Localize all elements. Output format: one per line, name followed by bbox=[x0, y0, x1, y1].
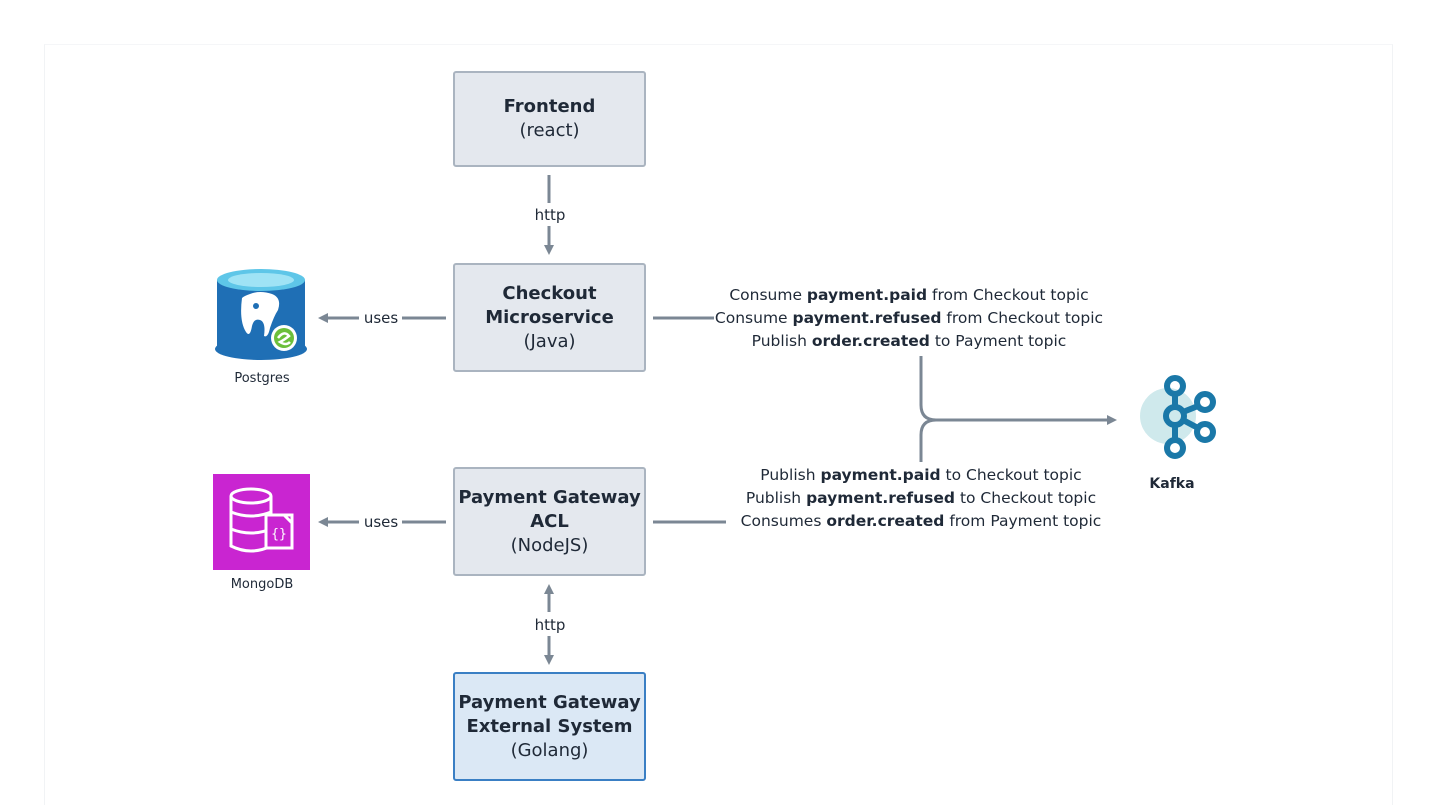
message-suffix: to Checkout topic bbox=[940, 466, 1082, 484]
kafka-icon bbox=[1140, 375, 1216, 459]
message-topic: order.created bbox=[811, 332, 930, 350]
acl-title-line1: Payment Gateway bbox=[458, 486, 641, 508]
message-topic: payment.refused bbox=[792, 309, 942, 327]
checkout-message-row: Consume payment.refused from Checkout to… bbox=[714, 307, 1104, 330]
external-subtitle: (Golang) bbox=[510, 739, 589, 761]
message-prefix: Publish bbox=[760, 466, 821, 484]
message-prefix: Consumes bbox=[740, 512, 827, 530]
mongodb-document-db-icon: {} bbox=[213, 474, 310, 570]
message-topic: payment.paid bbox=[806, 286, 928, 304]
edge-label-acl-external: http bbox=[530, 616, 570, 634]
checkout-kafka-messages: Consume payment.paid from Checkout topic… bbox=[714, 284, 1104, 353]
acl-kafka-messages: Publish payment.paid to Checkout topic P… bbox=[726, 464, 1116, 533]
message-prefix: Publish bbox=[745, 489, 807, 507]
acl-message-row: Consumes order.created from Payment topi… bbox=[726, 510, 1116, 533]
edge-acl-kafka-merge bbox=[919, 418, 937, 462]
acl-message-row: Publish payment.refused to Checkout topi… bbox=[726, 487, 1116, 510]
message-topic: payment.paid bbox=[820, 466, 941, 484]
checkout-subtitle: (Java) bbox=[523, 330, 576, 352]
acl-subtitle: (NodeJS) bbox=[510, 534, 589, 556]
mongodb-label: MongoDB bbox=[230, 577, 294, 592]
message-topic: payment.refused bbox=[806, 489, 956, 507]
acl-node[interactable]: Payment Gateway ACL (NodeJS) bbox=[453, 467, 646, 576]
external-title-line1: Payment Gateway bbox=[458, 691, 641, 713]
message-topic: order.created bbox=[826, 512, 945, 530]
message-suffix: from Payment topic bbox=[944, 512, 1102, 530]
acl-message-row: Publish payment.paid to Checkout topic bbox=[726, 464, 1116, 487]
message-suffix: to Checkout topic bbox=[955, 489, 1097, 507]
checkout-title-line2: Microservice bbox=[485, 306, 614, 328]
checkout-message-row: Publish order.created to Payment topic bbox=[714, 330, 1104, 353]
postgres-database-icon bbox=[215, 269, 307, 360]
edge-label-checkout-postgres: uses bbox=[360, 309, 402, 327]
edge-label-frontend-checkout: http bbox=[530, 206, 570, 224]
external-system-node[interactable]: Payment Gateway External System (Golang) bbox=[453, 672, 646, 781]
frontend-node[interactable]: Frontend (react) bbox=[453, 71, 646, 167]
kafka-label: Kafka bbox=[1149, 476, 1195, 492]
checkout-message-row: Consume payment.paid from Checkout topic bbox=[714, 284, 1104, 307]
message-prefix: Consume bbox=[729, 286, 807, 304]
external-title-line2: External System bbox=[466, 715, 633, 737]
postgres-label: Postgres bbox=[234, 371, 290, 386]
frontend-title: Frontend bbox=[503, 96, 596, 117]
frontend-subtitle: (react) bbox=[519, 120, 580, 141]
message-prefix: Publish bbox=[751, 332, 812, 350]
message-prefix: Consume bbox=[714, 309, 793, 327]
checkout-title-line1: Checkout bbox=[502, 282, 597, 304]
checkout-node[interactable]: Checkout Microservice (Java) bbox=[453, 263, 646, 372]
svg-text:{}: {} bbox=[271, 527, 287, 542]
message-suffix: to Payment topic bbox=[929, 332, 1067, 350]
message-suffix: from Checkout topic bbox=[941, 309, 1104, 327]
edge-label-acl-mongo: uses bbox=[360, 513, 402, 531]
message-suffix: from Checkout topic bbox=[927, 286, 1089, 304]
acl-title-line2: ACL bbox=[530, 510, 569, 532]
edge-checkout-kafka-merge bbox=[919, 356, 937, 422]
